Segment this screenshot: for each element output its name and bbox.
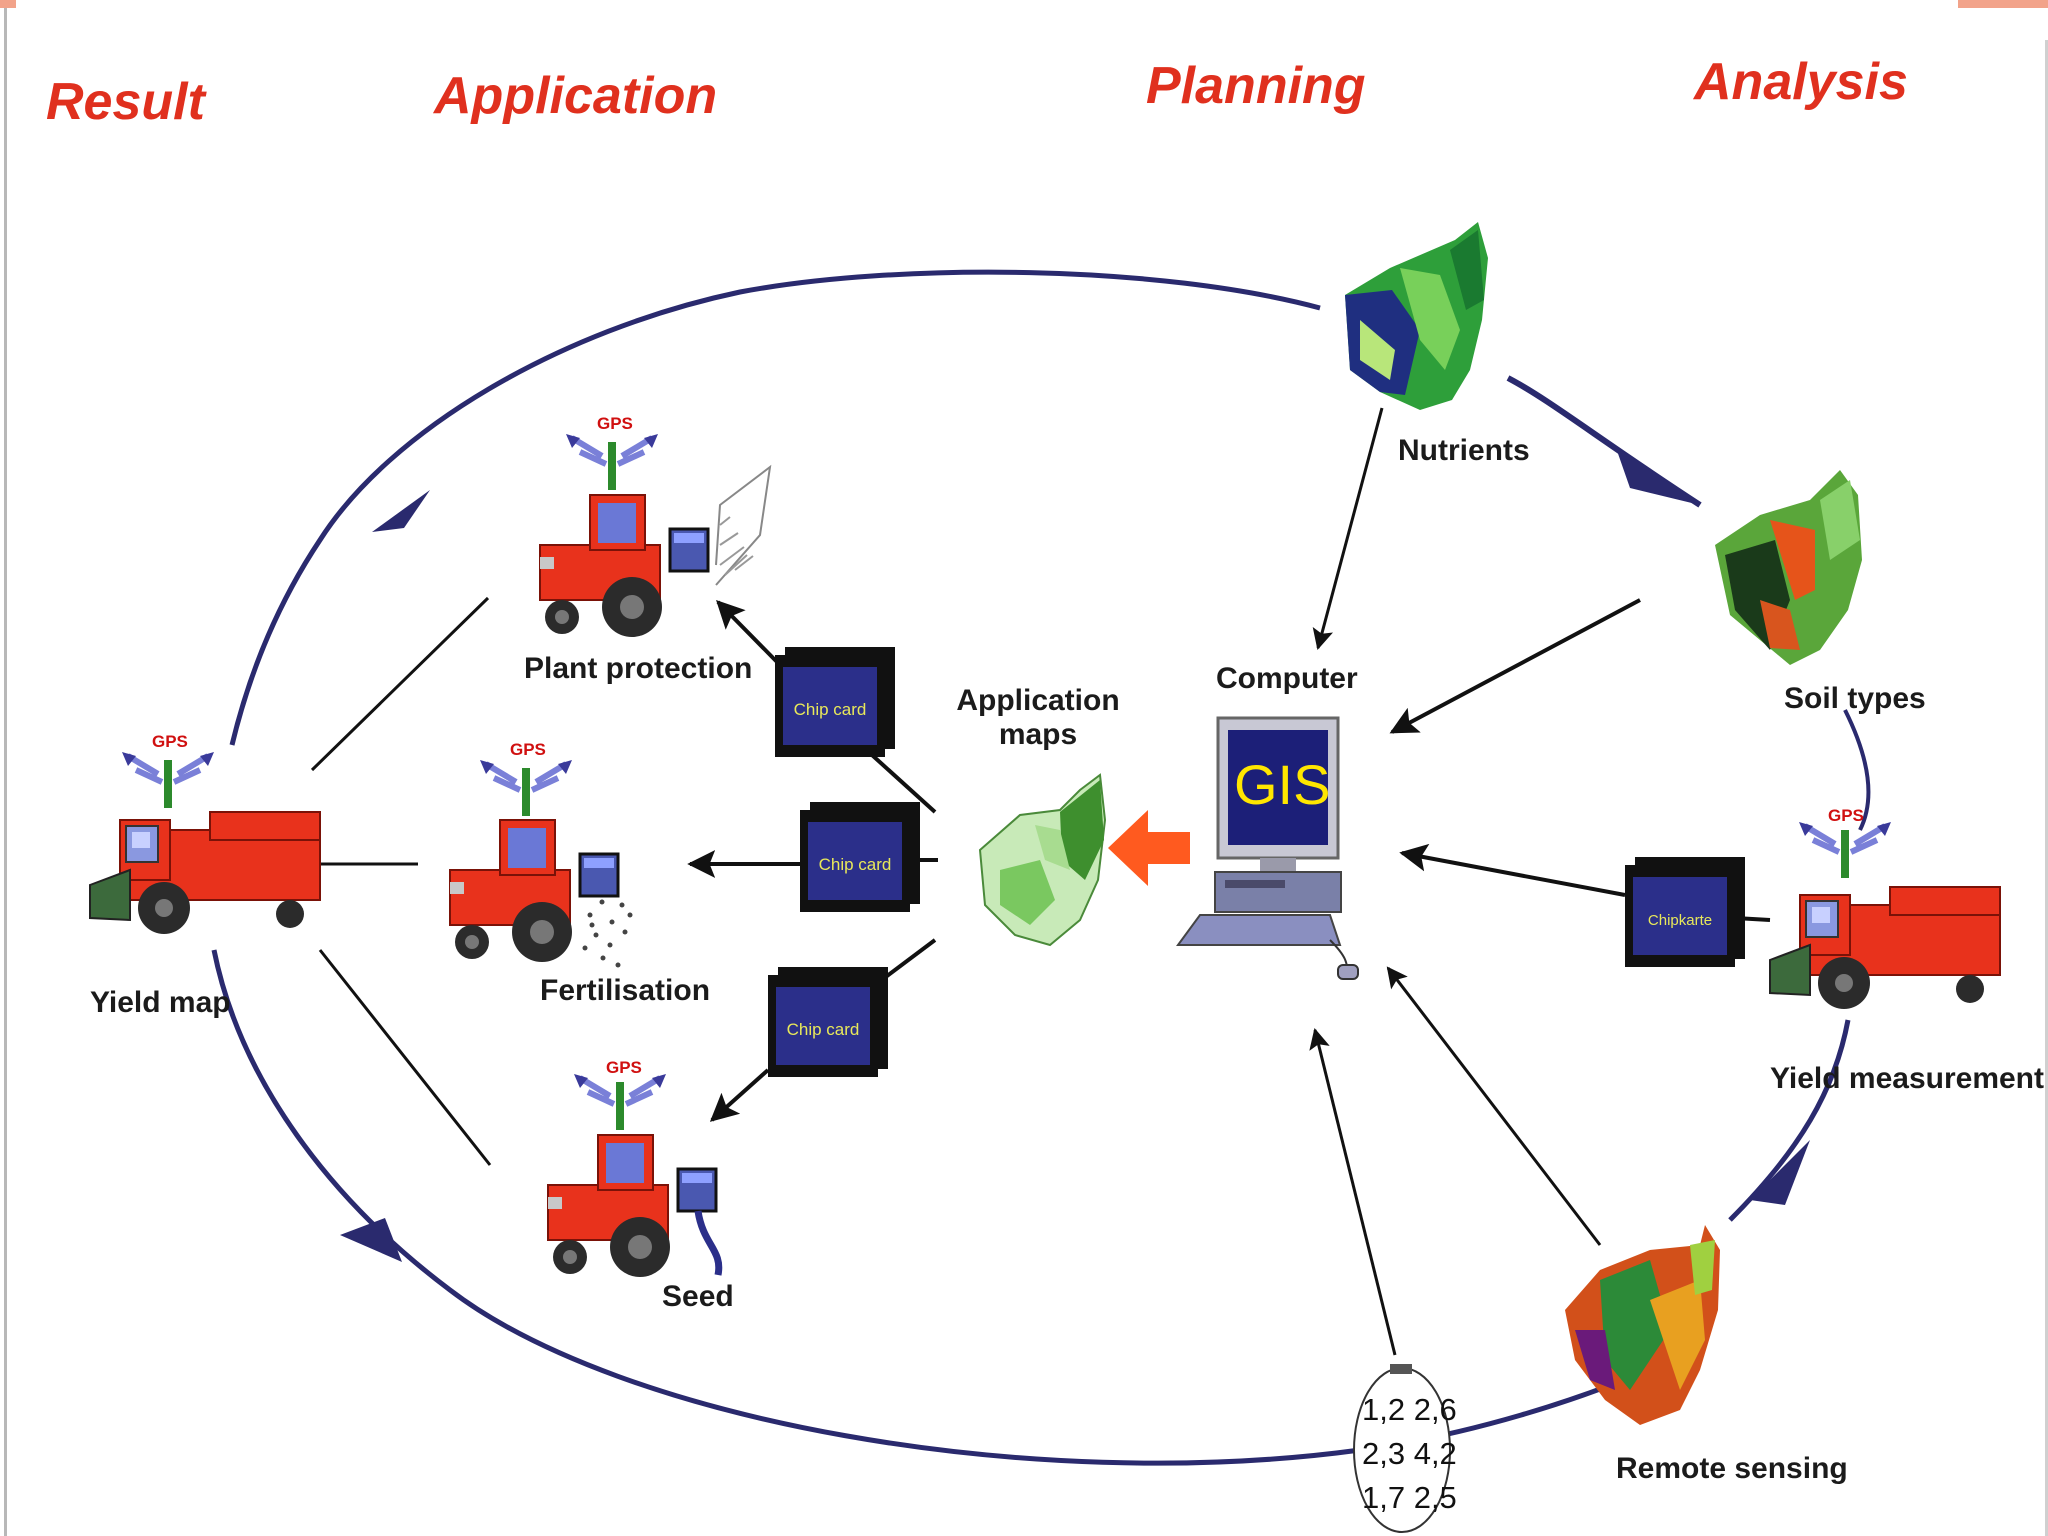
- chip-card-icon-mid: Chip card: [800, 802, 920, 912]
- chipkarte-label: Chipkarte: [1648, 912, 1712, 929]
- gps-antenna-icon-fert: [480, 760, 572, 816]
- arrow-remote-to-computer: [1386, 966, 1602, 1246]
- label-computer: Computer: [1216, 662, 1358, 695]
- cycle-arrowhead-top-left: [372, 490, 430, 532]
- cycle-arrowhead-right-low: [1750, 1140, 1810, 1205]
- fertiliser-dots: [582, 899, 633, 968]
- cycle-arc-right-mid: [1843, 709, 1871, 831]
- yield-map-combine-icon: [89, 811, 321, 935]
- label-yield-map: Yield map: [90, 986, 231, 1019]
- application-maps-field-map-icon: [978, 773, 1107, 947]
- label-remote-sensing: Remote sensing: [1616, 1452, 1848, 1485]
- grid-values-row-1: 1,2 2,6: [1362, 1392, 1457, 1427]
- line-seed-to-yield: [318, 949, 492, 1166]
- yield-measurement-combine-icon: [1769, 886, 2001, 1010]
- chip-card-label-low: Chip card: [787, 1020, 860, 1039]
- chip-card-icon-low: Chip card: [768, 967, 888, 1077]
- stage-title-planning: Planning: [1146, 57, 1366, 115]
- corner-mark-right: [1958, 0, 2048, 8]
- sample-grid-lens-cap: [1390, 1364, 1412, 1374]
- arrow-grid-to-computer: [1309, 1027, 1397, 1356]
- arrow-chipcard-low-to-seed: [709, 1068, 770, 1122]
- cycle-arc-top: [229, 269, 1321, 746]
- gps-label-yield-map: GPS: [152, 732, 188, 751]
- fertilisation-tractor-icon: [448, 818, 620, 964]
- gps-label-fert: GPS: [510, 740, 546, 759]
- label-application-maps: Application maps: [956, 684, 1120, 751]
- gps-antenna-icon-yield-measurement: [1799, 822, 1891, 878]
- page-border-left: [4, 0, 7, 1536]
- remote-sensing-field-map-icon: [1565, 1225, 1720, 1425]
- gis-screen-text: GIS: [1234, 753, 1331, 816]
- cycle-arc-right-low: [1728, 1019, 1851, 1222]
- cycle-arrowhead-bottom-left: [340, 1218, 402, 1262]
- nutrients-field-map-icon: [1345, 222, 1488, 410]
- chip-card-label-top: Chip card: [794, 700, 867, 719]
- soil-types-field-map-icon: [1715, 470, 1862, 665]
- plant-protection-tractor-icon: [538, 464, 772, 639]
- label-nutrients: Nutrients: [1398, 434, 1530, 467]
- computer-icon: [1176, 716, 1359, 980]
- cycle-arrowhead-right-top: [1615, 445, 1700, 505]
- label-plant-protection: Plant protection: [524, 652, 753, 685]
- chip-card-icon-top: Chip card: [775, 647, 895, 757]
- orange-arrow-icon: [1108, 810, 1190, 886]
- chip-card-label-mid: Chip card: [819, 855, 892, 874]
- grid-values-row-3: 1,7 2,5: [1362, 1480, 1457, 1515]
- page-border-right: [2045, 40, 2048, 1536]
- arrow-chipcard-top-to-plant: [716, 600, 782, 667]
- stage-title-analysis: Analysis: [1694, 53, 1908, 111]
- gps-antenna-icon-seed: [574, 1074, 666, 1130]
- gps-label-plant: GPS: [597, 414, 633, 433]
- stage-title-result: Result: [46, 73, 205, 131]
- arrow-soil-to-computer: [1389, 598, 1641, 734]
- stage-title-application: Application: [434, 67, 718, 125]
- gps-antenna-icon-yield-map: [122, 752, 214, 808]
- arrow-maps-to-chipcard-top: [870, 753, 937, 814]
- label-fertilisation: Fertilisation: [540, 974, 711, 1007]
- gps-label-yield-measurement: GPS: [1828, 806, 1864, 825]
- label-soil-types: Soil types: [1784, 682, 1926, 715]
- arrow-nutrients-to-computer: [1312, 407, 1384, 651]
- cycle-arc-bottom: [211, 949, 1662, 1466]
- line-plant-to-yield: [310, 596, 490, 772]
- gps-label-seed: GPS: [606, 1058, 642, 1077]
- arrow-chipkarte-to-computer: [1399, 843, 1626, 897]
- corner-mark-left: [0, 0, 16, 8]
- gps-antenna-icon-plant: [566, 434, 658, 490]
- grid-values-row-2: 2,3 4,2: [1362, 1436, 1457, 1471]
- label-yield-measurement: Yield measurement: [1770, 1062, 2044, 1095]
- chipkarte-icon: Chipkarte: [1625, 857, 1745, 967]
- seed-tractor-icon: [546, 1133, 723, 1279]
- label-seed: Seed: [662, 1280, 734, 1313]
